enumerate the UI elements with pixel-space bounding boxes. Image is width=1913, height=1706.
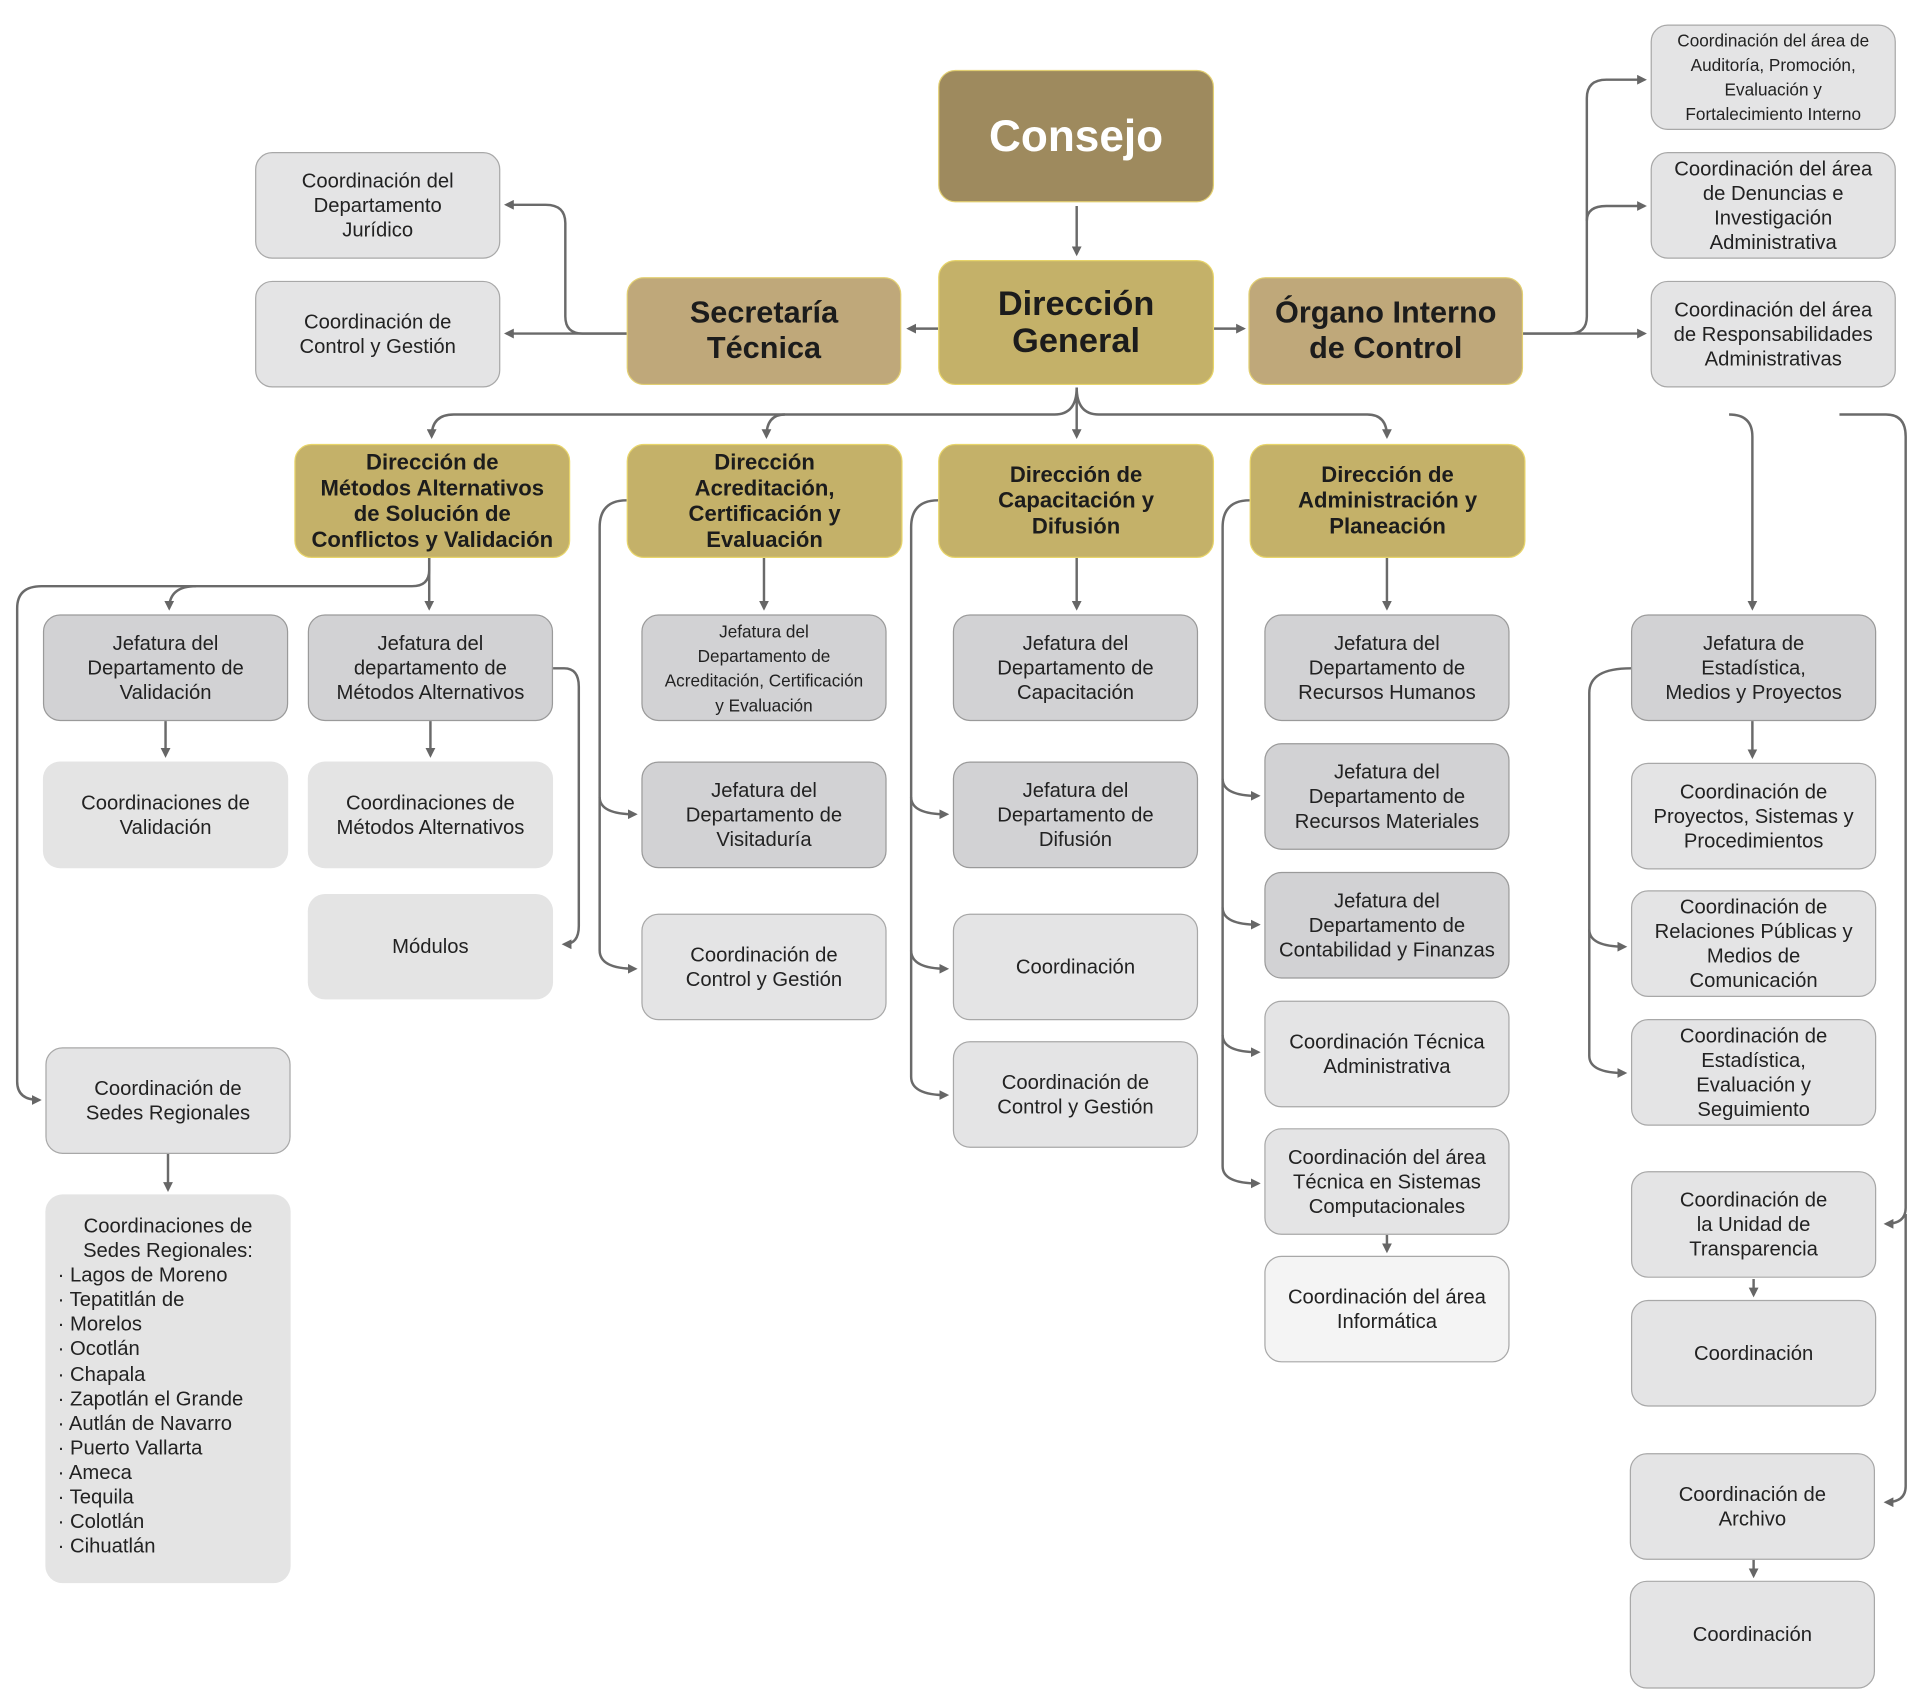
jefatura-acreditacion-box: Jefatura del Departamento de Acreditació…	[641, 614, 887, 722]
sede-item: · Tepatitlán de	[57, 1289, 185, 1312]
direccion-general-box: Dirección General	[938, 259, 1215, 386]
jefatura-validacion-box: Jefatura del Departamento de Validación	[42, 614, 289, 722]
coord-sedes-box: Coordinación de Sedes Regionales	[45, 1047, 291, 1154]
jefatura-rm-box: Jefatura del Departamento de Recursos Ma…	[1264, 743, 1510, 850]
coord-juridico-box: Coordinación del Departamento Jurídico	[255, 152, 501, 259]
consejo-box: Consejo	[938, 69, 1215, 203]
coord-sistemas-box: Coordinación del área Técnica en Sistema…	[1264, 1128, 1510, 1235]
sede-item: · Ocotlán	[57, 1338, 140, 1361]
modulos-box: Módulos	[307, 893, 554, 1000]
coordinaciones-metodos-box: Coordinaciones de Métodos Alternativos	[307, 761, 554, 869]
jefatura-contabilidad-box: Jefatura del Departamento de Contabilida…	[1264, 871, 1510, 979]
jefatura-difusion-box: Jefatura del Departamento de Difusión	[952, 761, 1199, 869]
coordinaciones-validacion-box: Coordinaciones de Validación	[42, 761, 289, 869]
coord-tecnica-admin-box: Coordinación Técnica Administrativa	[1264, 1000, 1510, 1108]
coord-informatica-box: Coordinación del área Informática	[1264, 1255, 1510, 1363]
sede-item: · Tequila	[57, 1486, 134, 1509]
direccion-administracion-box: Dirección de Administración y Planeación	[1249, 443, 1526, 558]
sede-item: · Puerto Vallarta	[57, 1437, 203, 1460]
sede-item: · Colotlán	[57, 1510, 145, 1534]
sede-item: · Ameca	[57, 1461, 132, 1484]
coord-control-gestion-3-box: Coordinación de Control y Gestión	[952, 1041, 1199, 1148]
coord-auditoria-box: Coordinación del área de Auditoría, Prom…	[1650, 24, 1896, 130]
sedes-regionales-list: Coordinaciones de Sedes Regionales: · La…	[45, 1194, 291, 1584]
sede-item: · Chapala	[57, 1363, 146, 1386]
coord-archivo-box: Coordinación de Archivo	[1629, 1453, 1876, 1560]
sedes-heading: Coordinaciones de Sedes Regionales:	[83, 1215, 253, 1262]
coord-proyectos-box: Coordinación de Proyectos, Sistemas y Pr…	[1630, 762, 1877, 870]
organo-interno-box: Órgano Interno de Control	[1248, 277, 1524, 386]
coord-relaciones-box: Coordinación de Relaciones Públicas y Me…	[1630, 890, 1877, 997]
jefatura-capacitacion-box: Jefatura del Departamento de Capacitació…	[952, 614, 1199, 722]
jefatura-rh-box: Jefatura del Departamento de Recursos Hu…	[1264, 614, 1510, 722]
coord-responsabilidades-box: Coordinación del área de Responsabilidad…	[1650, 280, 1896, 388]
sede-item: · Zapotlán el Grande	[57, 1387, 244, 1410]
sede-item: · Lagos de Moreno	[57, 1264, 228, 1287]
jefatura-metodos-box: Jefatura del departamento de Métodos Alt…	[307, 614, 554, 722]
sede-item: · Morelos	[57, 1313, 142, 1336]
sede-item: · Autlán de Navarro	[57, 1412, 232, 1435]
secretaria-tecnica-box: Secretaría Técnica	[626, 277, 902, 386]
direccion-metodos-box: Dirección de Métodos Alternativos de Sol…	[294, 443, 571, 558]
coordinacion-transparencia-box: Coordinación	[1630, 1299, 1877, 1407]
coord-estadistica-box: Coordinación de Estadística, Evaluación …	[1630, 1019, 1877, 1126]
jefatura-estadistica-box: Jefatura de Estadística, Medios y Proyec…	[1630, 614, 1877, 722]
direccion-capacitacion-box: Dirección de Capacitación y Difusión	[938, 443, 1215, 558]
direccion-acreditacion-box: Dirección Acreditación, Certificación y …	[626, 443, 903, 558]
coordinacion-archivo-box: Coordinación	[1629, 1580, 1876, 1689]
jefatura-visitaduria-box: Jefatura del Departamento de Visitaduría	[641, 761, 887, 869]
sede-item: · Cihuatlán	[57, 1535, 156, 1558]
coord-control-gestion-2-box: Coordinación de Control y Gestión	[641, 913, 887, 1021]
coord-transparencia-box: Coordinación de la Unidad de Transparenc…	[1630, 1171, 1877, 1278]
coord-denuncias-box: Coordinación del área de Denuncias e Inv…	[1650, 152, 1896, 259]
coord-control-gestion-box: Coordinación de Control y Gestión	[255, 280, 501, 388]
coordinacion-box: Coordinación	[952, 913, 1199, 1021]
